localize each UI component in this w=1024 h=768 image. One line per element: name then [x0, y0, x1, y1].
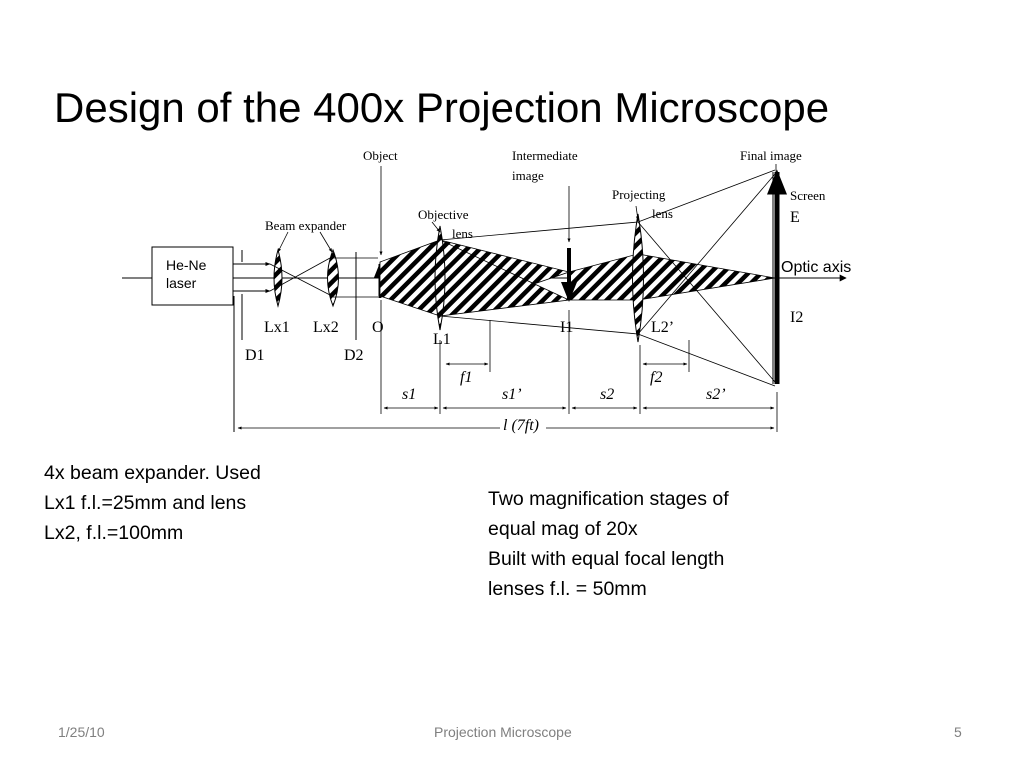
note-line: Lx2, f.l.=100mm — [44, 522, 184, 544]
s2-label: s2 — [600, 386, 614, 403]
objective-lens-l1 — [434, 225, 446, 331]
o-label: O — [372, 319, 384, 336]
objective-callout-2: lens — [452, 226, 473, 241]
intermediate-callout-2: image — [512, 168, 544, 183]
beam-expander-callout: Beam expander — [265, 218, 347, 233]
laser-label-2: laser — [166, 275, 197, 291]
s2p-label: s2’ — [706, 386, 726, 403]
footer-date: 1/25/10 — [58, 724, 105, 740]
cone-i1-l2 — [568, 253, 639, 301]
note-line: Built with equal focal length — [488, 548, 725, 570]
length-label: l (7ft) — [503, 417, 539, 434]
projecting-callout-arrow — [635, 205, 640, 221]
lx1-label: Lx1 — [264, 319, 290, 336]
final-image-callout: Final image — [740, 148, 802, 163]
cone-object-l1 — [379, 239, 441, 317]
s1-label: s1 — [402, 386, 416, 403]
lx1-lens — [273, 248, 283, 308]
objective-callout-1: Objective — [418, 207, 469, 222]
l2-label: L2’ — [651, 319, 674, 336]
d1-label: D1 — [245, 347, 265, 364]
footer-page-number: 5 — [954, 724, 962, 740]
l1-label: L1 — [433, 331, 451, 348]
cone-l2-screen-a — [637, 253, 776, 301]
f2-label: f2 — [650, 369, 662, 386]
object-callout: Object — [363, 148, 398, 163]
screen-letter: E — [790, 209, 800, 226]
footer-title: Projection Microscope — [434, 724, 572, 740]
expander-callout-arrow-1 — [277, 231, 289, 253]
note-line: 4x beam expander. Used — [44, 462, 261, 484]
screen-callout: Screen — [790, 188, 826, 203]
lx2-label: Lx2 — [313, 319, 339, 336]
projecting-callout-2: lens — [652, 206, 673, 221]
lx2-lens — [327, 248, 339, 308]
note-line: equal mag of 20x — [488, 518, 638, 540]
projecting-lens-l2 — [632, 213, 644, 343]
s1p-label: s1’ — [502, 386, 522, 403]
intermediate-callout-1: Intermediate — [512, 148, 578, 163]
f1-label: f1 — [460, 369, 472, 386]
objective-callout-arrow — [431, 221, 441, 233]
laser-box — [151, 246, 234, 306]
projecting-callout-1: Projecting — [612, 187, 666, 202]
slide-title: Design of the 400x Projection Microscope — [54, 84, 830, 131]
optic-axis-label: Optic axis — [781, 259, 851, 276]
laser-label-1: He-Ne — [166, 257, 207, 273]
note-line: lenses f.l. = 50mm — [488, 578, 647, 600]
beam-expander-notes: 4x beam expander. Used Lx1 f.l.=25mm and… — [44, 458, 261, 548]
note-line: Two magnification stages of — [488, 488, 729, 510]
microscope-diagram: Optic axis He-Ne laser — [122, 148, 851, 434]
d2-label: D2 — [344, 347, 364, 364]
expander-callout-arrow-2 — [319, 231, 333, 253]
i1-label: I1 — [560, 319, 573, 336]
note-line: Lx1 f.l.=25mm and lens — [44, 492, 247, 514]
i2-label: I2 — [790, 309, 803, 326]
magnification-notes: Two magnification stages of equal mag of… — [488, 484, 729, 604]
